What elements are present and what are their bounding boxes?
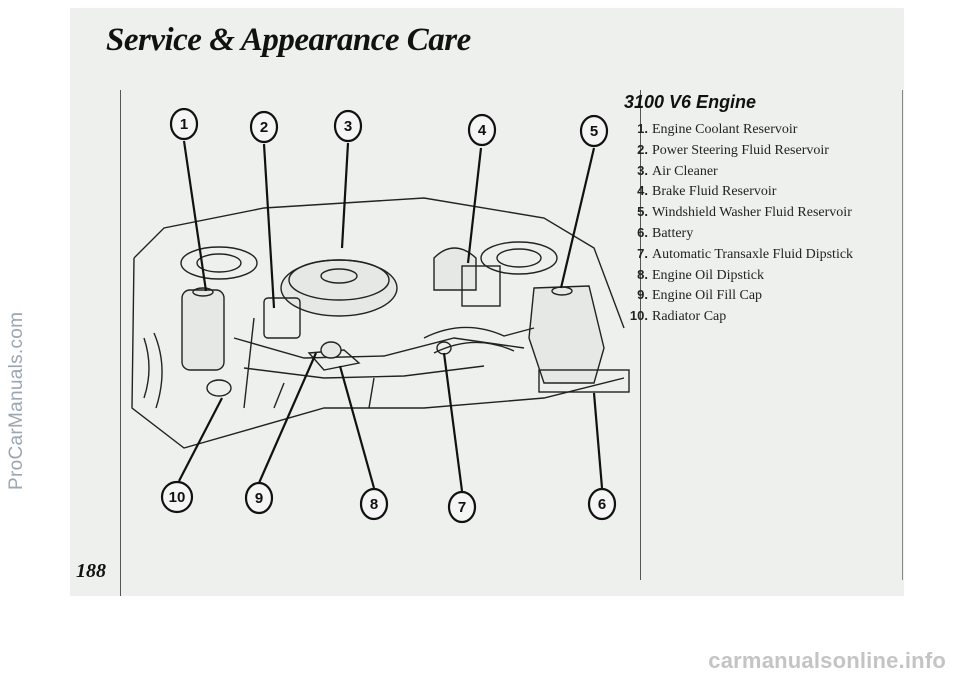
legend-item-label: Battery [652,225,694,241]
callout-1: 1 [169,108,199,141]
legend-item: 3.Air Cleaner [624,161,914,182]
legend-item: 5.Windshield Washer Fluid Reservoir [624,202,914,223]
legend-item-number: 4. [637,183,648,199]
legend-item-number: 9. [637,287,648,303]
legend-list: 1. Engine Coolant Reservoir 2.Power Steer… [624,119,914,327]
callout-9: 9 [244,481,274,515]
callout-6-label: 6 [598,496,606,513]
callout-3: 3 [333,109,363,143]
callout-markers: 1 2 3 4 5 6 7 8 [160,108,617,524]
callout-7-label: 7 [458,499,466,516]
callout-8: 8 [359,487,389,521]
callout-9-label: 9 [255,490,263,507]
left-margin-rule [120,90,121,596]
legend-item: 9.Engine Oil Fill Cap [624,285,914,306]
column-divider [640,90,641,580]
callout-1-label: 1 [180,116,188,133]
legend-item-label: Windshield Washer Fluid Reservoir [652,205,852,221]
legend-item-label: Engine Coolant Reservoir [652,122,798,137]
legend-title: 3100 V6 Engine [624,92,757,112]
callout-4: 4 [467,113,497,147]
callout-5-label: 5 [590,123,598,140]
engine-legend: 3100 V6 Engine 1. Engine Coolant Reservoi… [624,92,914,327]
legend-item: 8.Engine Oil Dipstick [624,265,914,286]
legend-item-label: Brake Fluid Reservoir [652,184,777,200]
callout-7: 7 [447,490,477,524]
side-watermark: ProCarManuals.com [6,311,27,490]
legend-item: 1. Engine Coolant Reservoir [624,119,914,140]
callout-4-label: 4 [478,122,487,139]
callout-8-label: 8 [370,496,378,513]
callout-leaders [178,140,604,492]
legend-item-label: Power Steering Fluid Reservoir [652,142,829,158]
legend-item-label: Radiator Cap [652,309,727,325]
callout-3-label: 3 [344,118,352,135]
callout-2: 2 [249,110,279,144]
legend-item-label: Air Cleaner [652,163,718,179]
legend-item-label: Automatic Transaxle Fluid Dipstick [652,246,854,262]
footer-watermark: carmanualsonline.info [708,648,946,673]
callout-2-label: 2 [260,119,268,136]
legend-item-label: Engine Oil Dipstick [652,267,764,283]
page-title: Service & Appearance Care [106,22,471,58]
callout-10-label: 10 [169,489,186,506]
callout-10: 10 [160,480,194,514]
callout-5: 5 [579,114,609,148]
page-number: 188 [76,560,106,582]
legend-item-number: 8. [637,266,648,282]
right-margin-rule [902,90,903,580]
legend-item: 10.Radiator Cap [624,306,914,327]
legend-item-number: 2. [637,141,648,157]
legend-item: 6.Battery [624,223,914,244]
legend-item-number: 1. [637,121,648,136]
legend-item-number: 5. [637,204,648,220]
legend-item-number: 3. [637,162,648,178]
legend-item-number: 10. [629,308,648,324]
legend-item: 7.Automatic Transaxle Fluid Dipstick [624,244,914,265]
legend-item-number: 6. [637,224,648,240]
legend-item-label: Engine Oil Fill Cap [652,288,763,304]
legend-item: 2.Power Steering Fluid Reservoir [624,140,914,161]
legend-item-number: 7. [637,245,648,261]
legend-item: 4.Brake Fluid Reservoir [624,181,914,202]
callout-6: 6 [587,487,617,521]
engine-diagram: 1 2 3 4 5 6 7 8 [131,108,630,524]
engine-illustration [131,197,630,449]
